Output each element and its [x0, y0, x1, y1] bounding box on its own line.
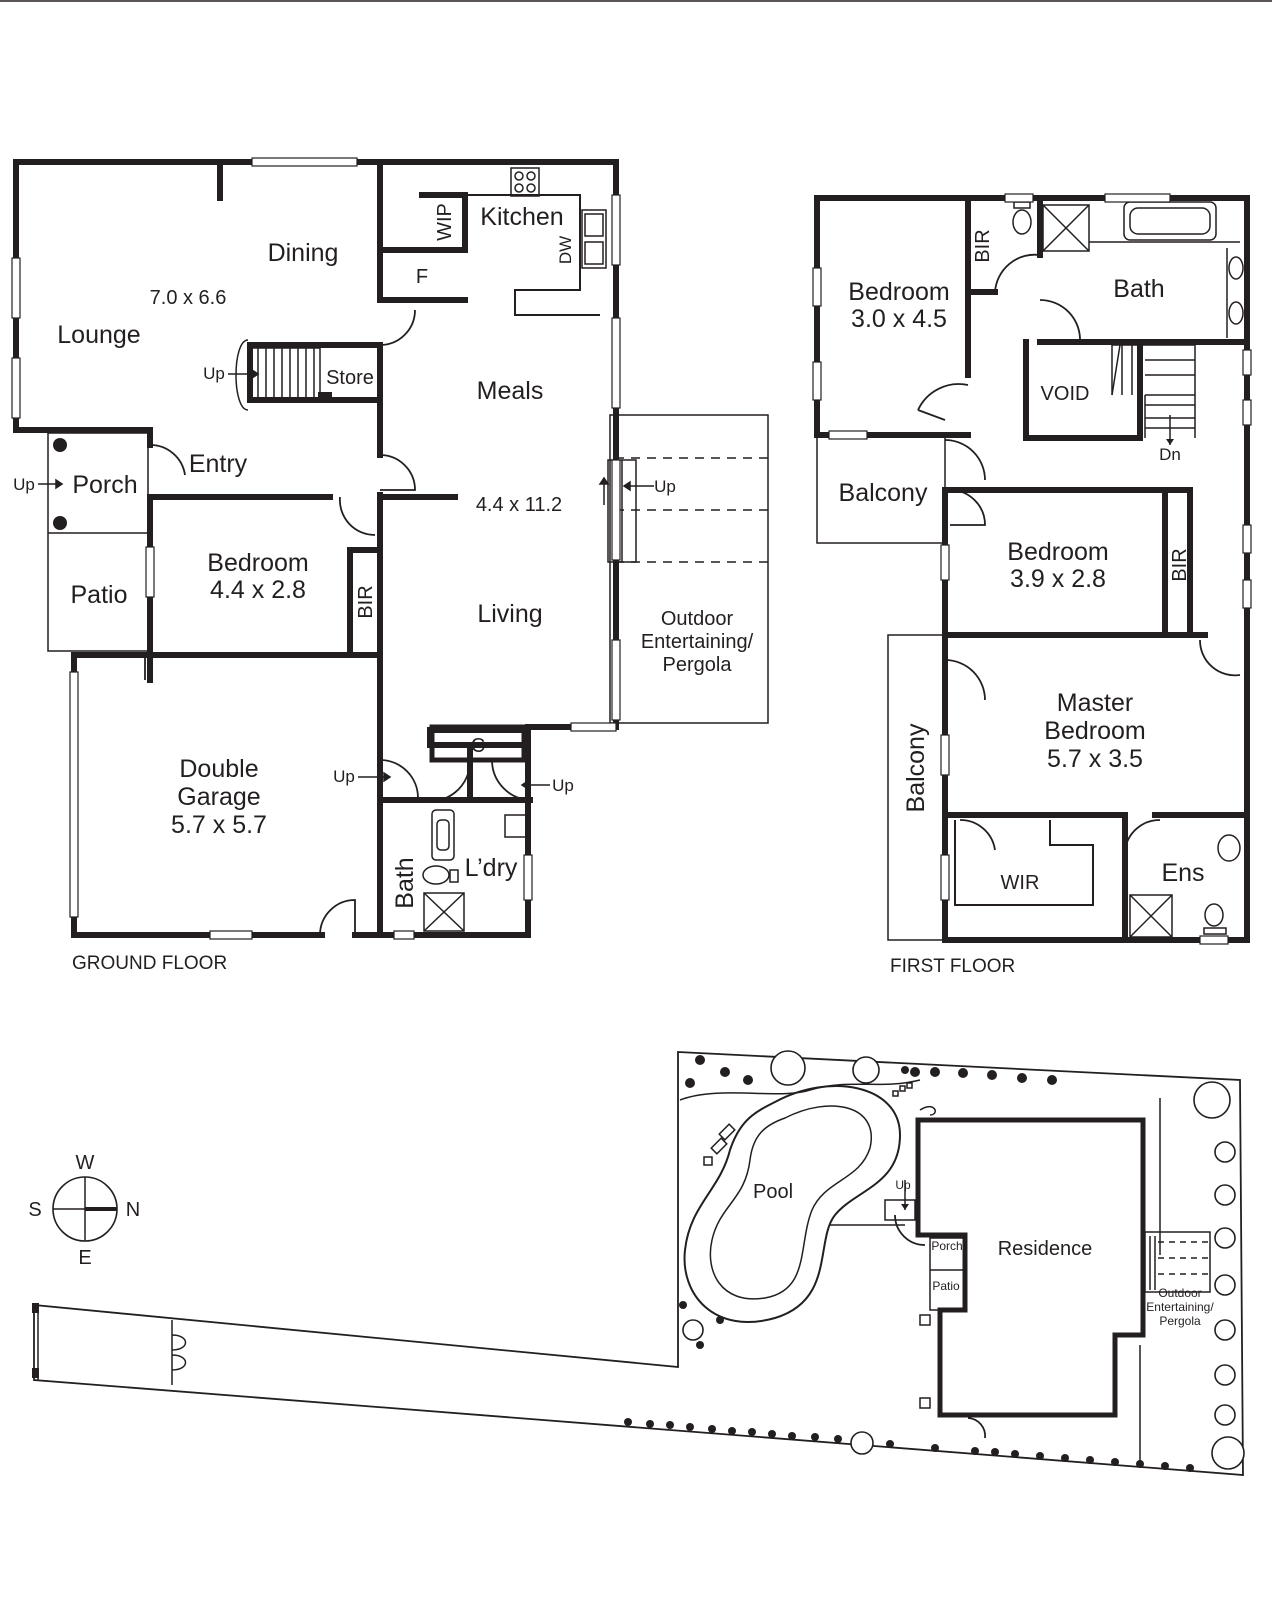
bir-1-label: BIR [972, 229, 994, 262]
dishwasher-label: DW [556, 236, 575, 264]
porch-patio-outline [47, 432, 149, 652]
porch-label: Porch [72, 471, 137, 499]
bedroom-2-dimension: 3.9 x 2.8 [1010, 565, 1106, 593]
wir-label: WIR [1001, 872, 1040, 894]
ground-floor-title: GROUND FLOOR [72, 953, 227, 974]
ground-floor-plan [11, 157, 769, 940]
site-plan [32, 1050, 1245, 1476]
bedroom-2-label: Bedroom [1007, 538, 1108, 566]
trees [682, 1050, 1245, 1470]
stairs-up-label: Up [203, 364, 225, 383]
master-bedroom-label-line2: Bedroom [1044, 717, 1145, 745]
ensuite-label: Ens [1161, 859, 1204, 887]
site-porch-label: Porch [931, 1239, 962, 1253]
site-up-label: Up [895, 1178, 911, 1192]
dining-label: Dining [268, 239, 339, 267]
void-label: VOID [1041, 383, 1090, 405]
living-dimension: 4.4 x 11.2 [476, 494, 562, 516]
compass-north: N [126, 1199, 140, 1221]
residence-label: Residence [998, 1238, 1093, 1260]
bedroom-dimension: 4.4 x 2.8 [210, 576, 306, 604]
cupboard-label: C [471, 735, 485, 757]
laundry-up-label: Up [552, 776, 574, 795]
living-label: Living [477, 600, 542, 628]
bath-label: Bath [391, 857, 419, 908]
entry-label: Entry [189, 450, 248, 478]
garage-label-line2: Garage [177, 783, 260, 811]
first-floor-title: FIRST FLOOR [890, 956, 1015, 977]
bedroom-label: Bedroom [207, 549, 308, 577]
balcony-1-label: Balcony [839, 479, 928, 507]
compass-west: W [76, 1152, 95, 1174]
garage-up-label: Up [333, 767, 355, 786]
bir-label: BIR [355, 585, 377, 618]
site-patio-label: Patio [932, 1279, 960, 1293]
patio-label: Patio [71, 581, 128, 609]
fridge-label: F [416, 266, 428, 288]
garage-dimension: 5.7 x 5.7 [171, 811, 267, 839]
ground-floor-walls [13, 159, 619, 938]
shrubs [624, 1055, 1194, 1472]
outdoor-label-line2: Entertaining/ [641, 631, 754, 653]
pergola-up-label: Up [654, 477, 676, 496]
residence-outline [915, 1117, 1146, 1418]
site-outdoor-label-line2: Entertaining/ [1146, 1300, 1214, 1314]
compass: W S N E [28, 1152, 140, 1269]
porch-up-label: Up [13, 475, 35, 494]
master-bedroom-label-line1: Master [1057, 689, 1133, 717]
pool-outline [683, 1085, 902, 1323]
compass-east: E [78, 1247, 91, 1269]
site-boundary [33, 1051, 1244, 1476]
first-bath-label: Bath [1113, 275, 1164, 303]
store-label: Store [326, 367, 374, 389]
wip-label: WIP [434, 203, 456, 241]
stairs-down-label: Dn [1159, 445, 1181, 464]
balcony-2-label: Balcony [902, 723, 930, 812]
outdoor-label-line3: Pergola [663, 654, 733, 676]
master-bedroom-dimension: 5.7 x 3.5 [1047, 745, 1143, 773]
first-floor-plan [812, 193, 1252, 945]
compass-south: S [28, 1199, 41, 1221]
outdoor-pergola-outline [609, 414, 769, 724]
site-outdoor-label-line1: Outdoor [1158, 1286, 1201, 1300]
site-outdoor-label-line3: Pergola [1159, 1314, 1201, 1328]
meals-label: Meals [477, 377, 544, 405]
ground-up-arrows [38, 368, 654, 791]
lounge-dimension: 7.0 x 6.6 [150, 287, 227, 309]
site-porch-patio-outline [929, 1237, 966, 1311]
pool-label: Pool [753, 1181, 793, 1203]
bedroom-1-label: Bedroom [848, 278, 949, 306]
kitchen-label: Kitchen [480, 203, 563, 231]
bedroom-1-dimension: 3.0 x 4.5 [851, 305, 947, 333]
laundry-label: L’dry [465, 854, 518, 882]
bir-2-label: BIR [1169, 548, 1191, 581]
garage-label-line1: Double [179, 755, 258, 783]
lounge-label: Lounge [57, 321, 140, 349]
outdoor-label-line1: Outdoor [661, 608, 734, 630]
